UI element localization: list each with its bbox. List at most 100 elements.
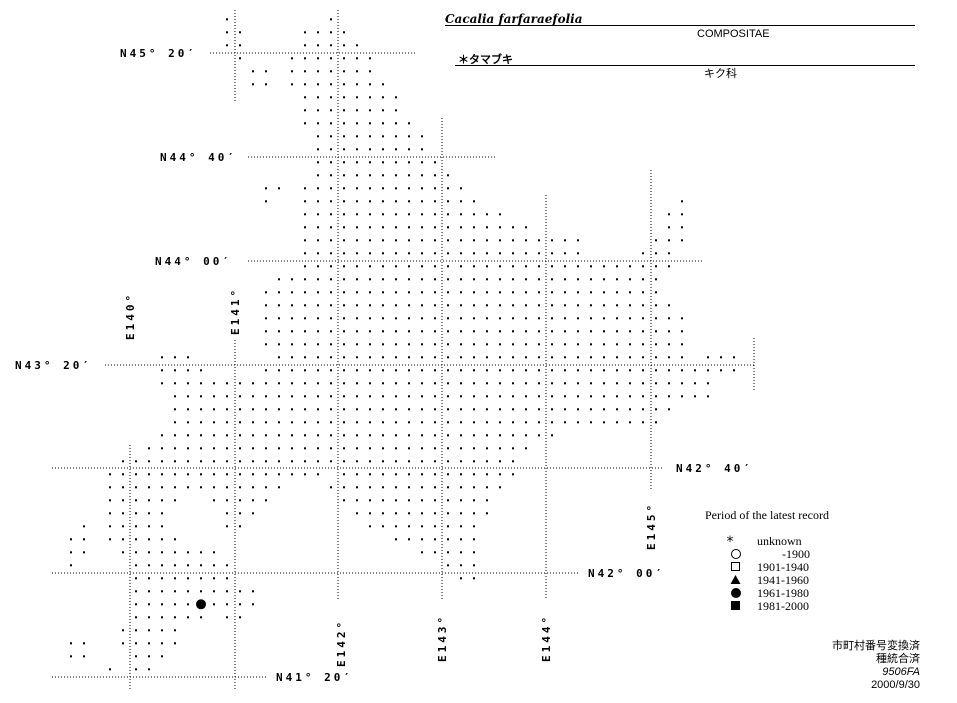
mesh-cell-dot [460, 226, 462, 229]
mesh-cell-dot [512, 226, 514, 229]
mesh-cell-dot [304, 109, 306, 112]
mesh-cell-dot [395, 252, 397, 255]
mesh-cell-dot [681, 239, 683, 242]
mesh-cell-dot [356, 161, 358, 164]
mesh-cell-dot [317, 135, 319, 138]
mesh-cell-dot [109, 473, 111, 476]
mesh-cell-dot [265, 317, 267, 320]
mesh-cell-dot [382, 499, 384, 502]
mesh-cell-dot [616, 291, 618, 294]
mesh-cell-dot [200, 590, 202, 593]
mesh-cell-dot [460, 304, 462, 307]
mesh-cell-dot [447, 486, 449, 489]
mesh-cell-dot [174, 616, 176, 619]
mesh-cell-dot [525, 369, 527, 372]
mesh-cell-dot [512, 408, 514, 411]
mesh-cell-dot [330, 57, 332, 60]
mesh-cell-dot [304, 343, 306, 346]
mesh-cell-dot [395, 486, 397, 489]
mesh-cell-dot [655, 265, 657, 268]
mesh-cell-dot [148, 525, 150, 528]
mesh-cell-dot [629, 278, 631, 281]
mesh-cell-dot [460, 343, 462, 346]
mesh-cell-dot [382, 447, 384, 450]
mesh-cell-dot [499, 473, 501, 476]
japanese-name: ＊タマブキ [458, 52, 513, 66]
mesh-cell-dot [551, 408, 553, 411]
mesh-cell-dot [655, 395, 657, 398]
mesh-cell-dot [304, 291, 306, 294]
mesh-cell-dot [161, 629, 163, 632]
mesh-cell-dot [486, 434, 488, 437]
mesh-cell-dot [538, 317, 540, 320]
mesh-cell-dot [83, 525, 85, 528]
legend-label-pre1900: -1900 [782, 547, 810, 561]
mesh-cell-dot [135, 460, 137, 463]
mesh-cell-dot [161, 603, 163, 606]
mesh-cell-dot [538, 369, 540, 372]
mesh-cell-dot [369, 330, 371, 333]
mesh-cell-dot [213, 421, 215, 424]
mesh-cell-dot [473, 512, 475, 515]
mesh-cell-dot [239, 421, 241, 424]
mesh-cell-dot [278, 187, 280, 190]
mesh-cell-dot [460, 395, 462, 398]
mesh-cell-dot [447, 291, 449, 294]
mesh-cell-dot [668, 226, 670, 229]
mesh-cell-dot [447, 395, 449, 398]
mesh-cell-dot [473, 421, 475, 424]
mesh-cell-dot [616, 265, 618, 268]
mesh-cell-dot [317, 473, 319, 476]
mesh-cell-dot [629, 369, 631, 372]
mesh-cell-dot [343, 226, 345, 229]
mesh-cell-dot [473, 460, 475, 463]
mesh-cell-dot [369, 148, 371, 151]
mesh-cell-dot [421, 525, 423, 528]
mesh-cell-dot [473, 278, 475, 281]
mesh-cell-dot [421, 486, 423, 489]
mesh-cell-dot [447, 343, 449, 346]
mesh-cell-dot [668, 252, 670, 255]
mesh-cell-dot [447, 525, 449, 528]
mesh-cell-dot [122, 512, 124, 515]
mesh-cell-dot [460, 525, 462, 528]
mesh-cell-dot [200, 551, 202, 554]
mesh-cell-dot [460, 551, 462, 554]
mesh-cell-dot [304, 83, 306, 86]
mesh-cell-dot [512, 317, 514, 320]
mesh-cell-dot [655, 291, 657, 294]
mesh-cell-dot [551, 265, 553, 268]
mesh-cell-dot [642, 395, 644, 398]
mesh-cell-dot [343, 109, 345, 112]
mesh-cell-dot [369, 317, 371, 320]
mesh-cell-dot [278, 369, 280, 372]
mesh-cell-dot [317, 278, 319, 281]
mesh-cell-dot [161, 655, 163, 658]
mesh-cell-dot [200, 564, 202, 567]
mesh-cell-dot [291, 57, 293, 60]
mesh-cell-dot [460, 252, 462, 255]
mesh-cell-dot [590, 304, 592, 307]
mesh-cell-dot [317, 109, 319, 112]
mesh-cell-dot [252, 70, 254, 73]
mesh-cell-dot [369, 369, 371, 372]
mesh-cell-dot [187, 616, 189, 619]
mesh-cell-dot [317, 70, 319, 73]
mesh-cell-dot [148, 577, 150, 580]
mesh-cell-dot [291, 408, 293, 411]
mesh-cell-dot [226, 382, 228, 385]
mesh-cell-dot [577, 408, 579, 411]
mesh-cell-dot [694, 369, 696, 372]
mesh-cell-dot [278, 408, 280, 411]
mesh-cell-dot [421, 512, 423, 515]
mesh-cell-dot [304, 252, 306, 255]
mesh-cell-dot [447, 265, 449, 268]
mesh-cell-dot [135, 629, 137, 632]
mesh-cell-dot [343, 291, 345, 294]
mesh-cell-dot [252, 460, 254, 463]
mesh-cell-dot [200, 486, 202, 489]
mesh-cell-dot [421, 174, 423, 177]
mesh-cell-dot [642, 330, 644, 333]
mesh-cell-dot [421, 291, 423, 294]
mesh-cell-dot [343, 187, 345, 190]
